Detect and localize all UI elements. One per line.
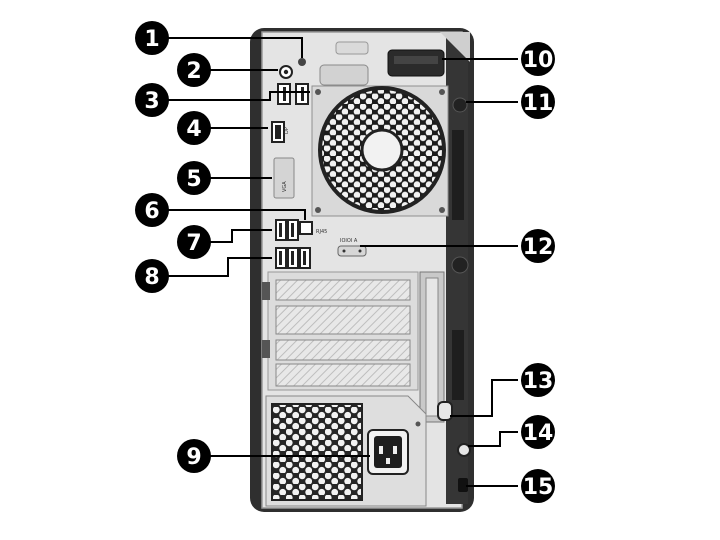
callout-number: 3: [144, 89, 159, 114]
callout-number: 4: [186, 117, 201, 142]
padlock-loop: [437, 401, 453, 421]
rj45-label: RJ45: [316, 229, 327, 235]
callout-12: 12: [521, 229, 555, 263]
side-features: [387, 49, 471, 492]
callout-6: 6: [135, 193, 169, 227]
callout-7: 7: [177, 225, 211, 259]
callout-number: 14: [523, 421, 554, 446]
callout-number: 7: [186, 231, 201, 256]
callout-5: 5: [177, 161, 211, 195]
power-led: [298, 58, 306, 66]
thumbscrew-top: [452, 97, 468, 113]
callout-number: 12: [523, 235, 554, 260]
top-handle-recess: [319, 41, 369, 86]
callout-number: 2: [186, 59, 201, 84]
power-supply: [265, 395, 427, 507]
callout-badge: [177, 225, 211, 259]
callout-1: 1: [135, 21, 169, 55]
dp-label: DP: [284, 127, 290, 134]
callout-badge: [177, 111, 211, 145]
callout-badge: [521, 469, 555, 503]
callout-number: 5: [186, 167, 201, 192]
rail-knob: [451, 256, 469, 274]
callout-badge: [177, 161, 211, 195]
optional-port-slot: [273, 157, 295, 199]
callout-badge: [521, 85, 555, 119]
callout-number: 15: [523, 475, 554, 500]
rj45-port: [299, 221, 313, 235]
callout-10: 10: [521, 42, 555, 76]
callout-number: 1: [144, 27, 159, 52]
security-slot: [458, 478, 468, 492]
rear-fan: [311, 85, 449, 217]
callout-badge: [521, 229, 555, 263]
io-ports: DP VGA RJ45 IOIOI A: [271, 58, 367, 269]
callout-4: 4: [177, 111, 211, 145]
callout-badge: [521, 363, 555, 397]
callout-badge: [521, 415, 555, 449]
callout-13: 13: [521, 363, 555, 397]
serial-label: IOIOI A: [340, 238, 358, 244]
callout-badge: [135, 21, 169, 55]
callout-number: 10: [523, 48, 554, 73]
callout-badge: [521, 42, 555, 76]
expansion-slots: [262, 271, 445, 423]
callout-badge: [135, 83, 169, 117]
cable-lock-slot: [457, 443, 471, 457]
callout-3: 3: [135, 83, 169, 117]
callout-8: 8: [135, 259, 169, 293]
callout-badge: [135, 193, 169, 227]
callout-badge: [177, 53, 211, 87]
callout-number: 6: [144, 199, 159, 224]
callout-14: 14: [521, 415, 555, 449]
leader-lines: [165, 37, 518, 487]
serial-port: [337, 245, 367, 257]
callout-2: 2: [177, 53, 211, 87]
callout-11: 11: [521, 85, 555, 119]
callout-number: 9: [186, 445, 201, 470]
vga-label: VGA: [282, 181, 288, 192]
callout-badge: [135, 259, 169, 293]
callout-badge: [177, 439, 211, 473]
callout-number: 11: [523, 91, 554, 116]
callout-9: 9: [177, 439, 211, 473]
callout-number: 8: [144, 265, 159, 290]
callout-number: 13: [523, 369, 554, 394]
callout-15: 15: [521, 469, 555, 503]
